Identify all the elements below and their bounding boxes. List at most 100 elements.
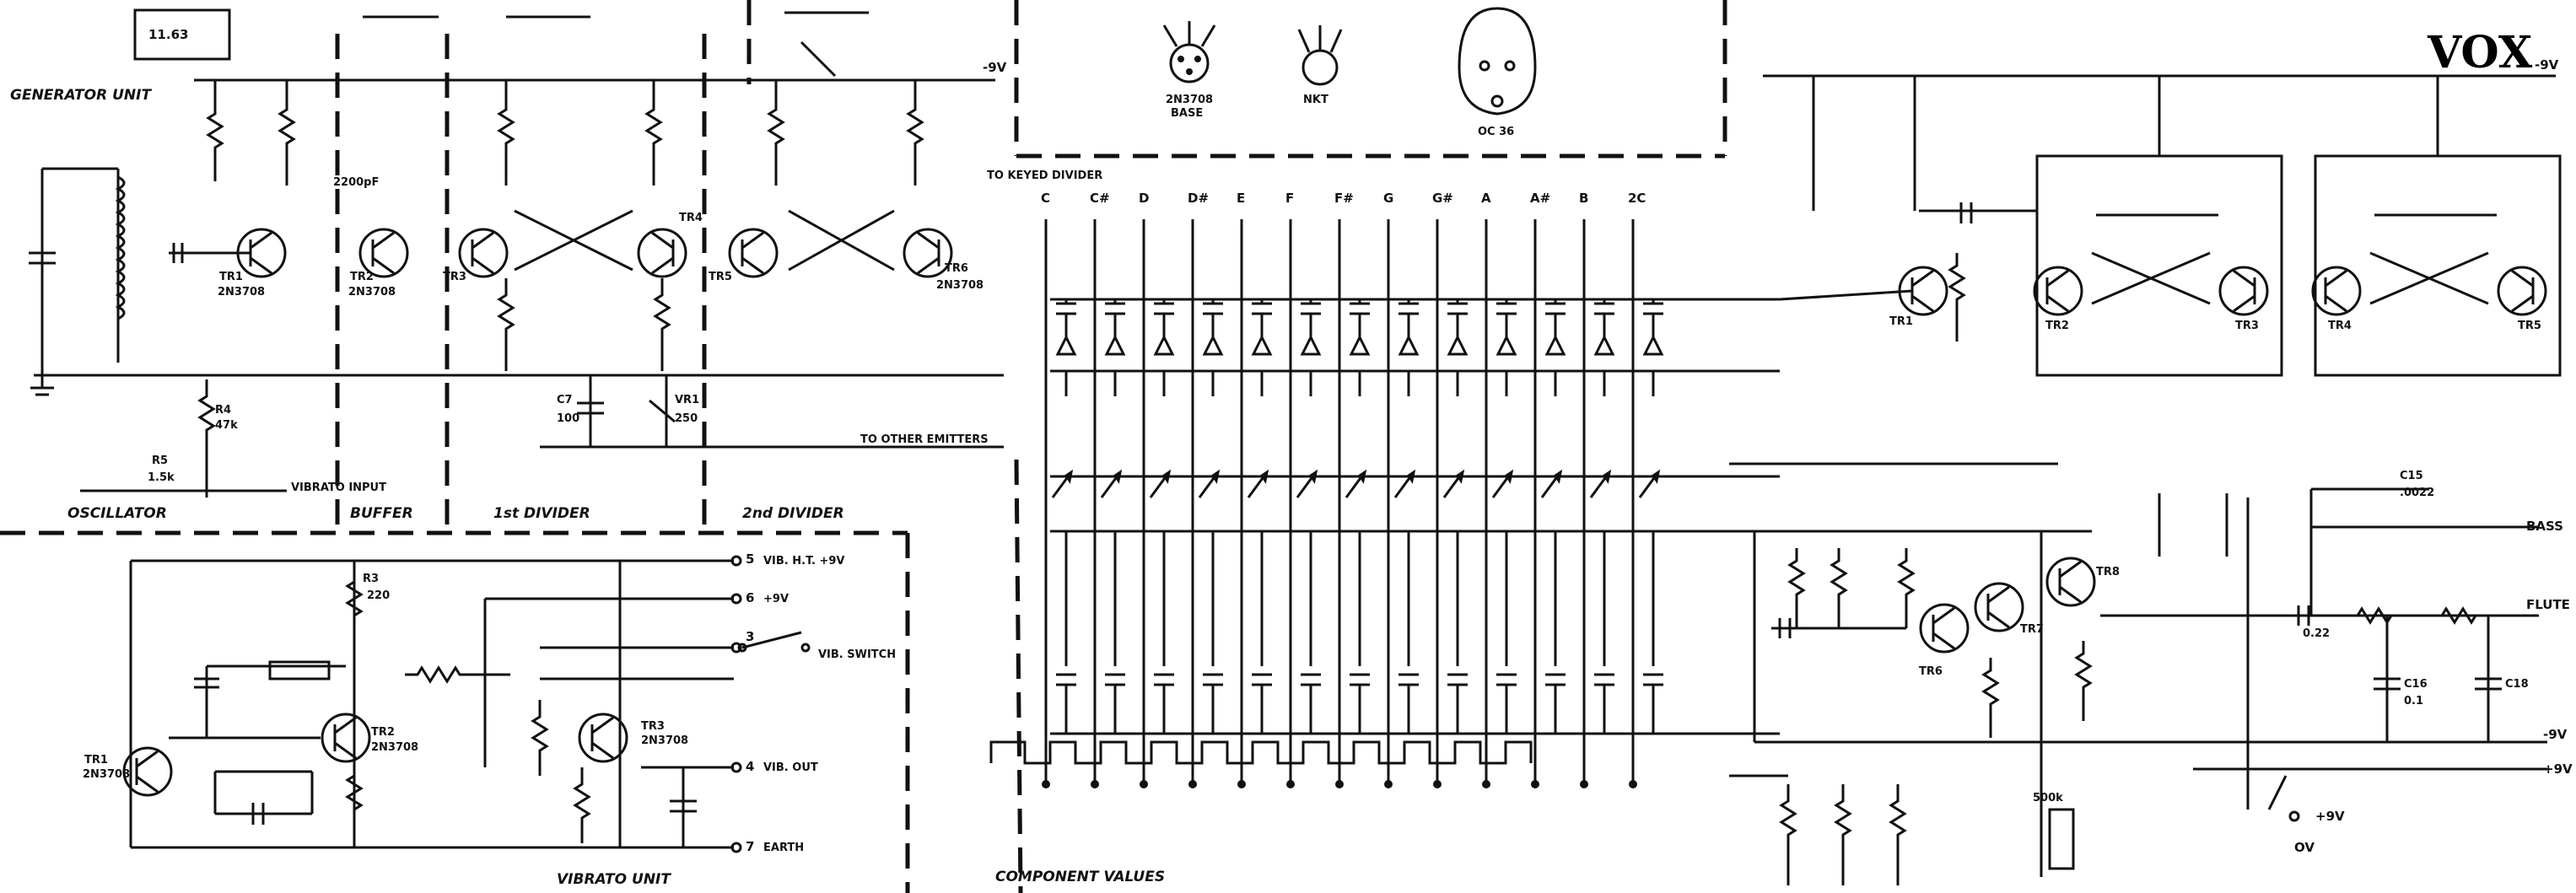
rail-label-right: -9V (2535, 57, 2559, 73)
note-label-3: D# (1188, 191, 1209, 206)
tr-out-1: TR1 (1889, 315, 1913, 328)
note-column-1 (1091, 219, 1126, 788)
note-label-11: B (1579, 191, 1588, 206)
tr-label-vib-2: TR2 (371, 726, 395, 739)
note-column-11 (1580, 219, 1615, 788)
tr-part-vib-2: 2N3708 (371, 741, 418, 754)
note-column-7 (1384, 219, 1420, 788)
val-47k: 47k (215, 419, 238, 432)
tr-out-5: TR5 (2518, 320, 2541, 332)
vib-terminal-5: EARTH (763, 842, 804, 854)
val-vib-r3: R3 (363, 573, 379, 585)
val-vib-0-22: 0.22 (2303, 627, 2330, 640)
rail-label-top: -9V (983, 60, 1007, 75)
note-column-4 (1237, 219, 1273, 788)
tr-label-vib-3: TR3 (641, 720, 665, 733)
note-label-1: C# (1090, 191, 1110, 206)
section-generator: GENERATOR UNIT (10, 87, 152, 104)
tr-out-8: TR8 (2096, 566, 2120, 578)
note-label-2: D (1139, 191, 1149, 206)
tr-out-6: TR6 (1919, 665, 1943, 678)
section-component-values: COMPONENT VALUES (995, 869, 1165, 885)
package-sub-1: BASE (1171, 107, 1203, 120)
note-column-3 (1188, 219, 1224, 788)
output-section: -9V (1729, 57, 2562, 885)
tr-part-gen-2: 2N3708 (348, 286, 396, 299)
note-label-0: C (1041, 191, 1050, 206)
corner-box-text: 11.63 (148, 27, 188, 42)
val-1-5k: 1.5k (148, 471, 175, 484)
tr-part-vib-1: 2N3708 (83, 768, 130, 781)
package-label-1: 2N3708 (1166, 94, 1213, 106)
note-label-7: G (1383, 191, 1393, 206)
section-buffer: BUFFER (350, 505, 413, 522)
vibrato-unit (122, 555, 811, 853)
note-column-9 (1482, 219, 1517, 788)
vox-logo: VOX (2427, 27, 2533, 78)
output-plus9v: +9V (2543, 761, 2573, 777)
val-vib-220: 220 (367, 589, 390, 602)
tr-label-gen-6: TR6 (945, 262, 968, 275)
vib-terminal-4: VIB. OUT (763, 761, 818, 774)
output-bass: BASS (2526, 519, 2563, 534)
val-r5: R5 (152, 455, 168, 467)
corner-box (133, 8, 231, 61)
note-column-10 (1531, 219, 1566, 788)
note-other-emitters: TO OTHER EMITTERS (860, 433, 989, 446)
val-0022: .0022 (2400, 487, 2434, 499)
val-0-1: 0.1 (2404, 695, 2423, 707)
note-column-0 (1042, 219, 1077, 788)
section-divider2: 2nd DIVIDER (742, 505, 844, 522)
tr-part-gen-1: 2N3708 (218, 286, 265, 299)
val-r4: R4 (215, 404, 231, 417)
output-flute: FLUTE (2526, 597, 2570, 612)
note-columns (1042, 219, 1664, 788)
vib-term-num-2: 6 (746, 590, 754, 605)
rail-label-plus9: +9V (2315, 809, 2345, 824)
package-label-2: NKT (1303, 94, 1328, 106)
tr-label-gen-5: TR5 (709, 271, 732, 283)
val-2200pf: 2200pF (333, 176, 379, 189)
tr-out-3: TR3 (2235, 320, 2259, 332)
tr-label-vib-1: TR1 (84, 754, 108, 767)
vib-term-num-5: 7 (746, 839, 754, 854)
output-minus9v: -9V (2543, 727, 2568, 742)
tr-label-gen-2: TR2 (350, 271, 374, 283)
vib-terminal-2: +9V (763, 593, 789, 605)
rail-label-ov: OV (2294, 840, 2315, 855)
tr-label-gen-4: TR4 (679, 212, 703, 224)
val-c18: C18 (2505, 678, 2529, 691)
note-label-10: A# (1530, 191, 1550, 206)
val-c16: C16 (2404, 678, 2428, 691)
transistor-packages (1162, 7, 1537, 116)
note-column-8 (1433, 219, 1469, 788)
tr-out-2: TR2 (2045, 320, 2069, 332)
val-250: 250 (675, 412, 698, 425)
note-column-5 (1286, 219, 1322, 788)
generator-unit: -9V (29, 11, 1007, 498)
val-500k: 500k (2033, 792, 2063, 804)
vib-term-num-4: 4 (746, 759, 754, 774)
note-label-9: A (1481, 191, 1491, 206)
note-label-5: F (1285, 191, 1294, 206)
tr-label-gen-3: TR3 (443, 271, 466, 283)
val-c7: C7 (557, 394, 573, 406)
vib-term-num-1: 5 (746, 551, 754, 567)
section-divider1: 1st DIVIDER (493, 505, 590, 522)
vib-terminal-3: VIB. SWITCH (818, 648, 896, 661)
note-label-6: F# (1334, 191, 1354, 206)
vib-terminal-1: VIB. H.T. +9V (763, 555, 844, 568)
tr-part-gen-3: 2N3708 (936, 279, 984, 292)
note-label-4: E (1237, 191, 1245, 206)
vib-term-num-3: 3 (746, 629, 754, 644)
package-label-3: OC 36 (1478, 126, 1514, 138)
tr-out-4: TR4 (2328, 320, 2352, 332)
tr-part-vib-3: 2N3708 (641, 734, 688, 747)
note-vibrato-input: VIBRATO INPUT (291, 481, 386, 494)
note-column-12 (1629, 219, 1664, 788)
note-keyed-divider: TO KEYED DIVIDER (987, 169, 1102, 182)
val-100: 100 (557, 412, 579, 425)
tr-label-gen-1: TR1 (219, 271, 243, 283)
